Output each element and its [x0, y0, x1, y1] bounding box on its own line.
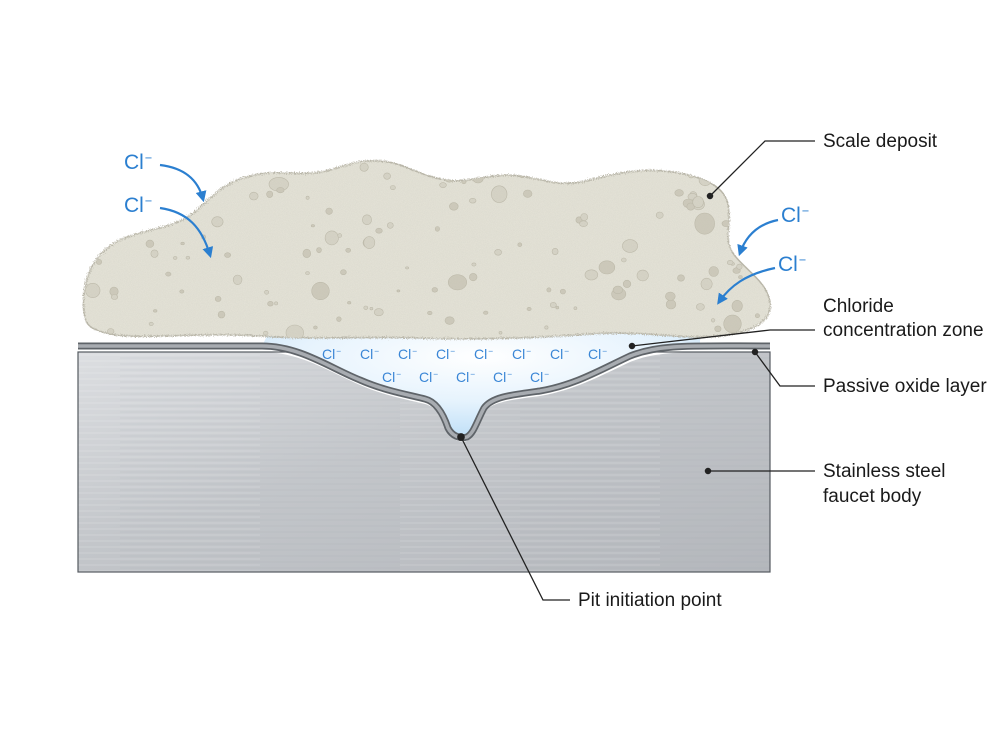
chloride-ion: Cl−	[124, 151, 153, 174]
arrow-2	[159, 206, 214, 259]
deposit-pore	[751, 223, 757, 230]
chloride-ion: Cl−	[360, 346, 380, 362]
chloride-ion: Cl−	[781, 204, 810, 227]
chloride-ion: Cl−	[588, 346, 608, 362]
label-chloride-zone-line2: concentration zone	[823, 320, 984, 341]
chloride-ion: Cl−	[398, 346, 418, 362]
label-passive-oxide: Passive oxide layer	[823, 376, 987, 397]
ion-migration-arrows	[159, 163, 779, 305]
leader-passive-oxide	[754, 351, 815, 387]
leader-scale-deposit	[709, 140, 815, 197]
chloride-ion: Cl−	[474, 346, 494, 362]
label-steel-line1: Stainless steel	[823, 461, 946, 482]
chloride-ion: Cl−	[436, 346, 456, 362]
chloride-ion: Cl−	[456, 369, 476, 385]
label-chloride-zone-line1: Chloride	[823, 296, 894, 317]
label-scale-deposit: Scale deposit	[823, 131, 938, 152]
chloride-ion: Cl−	[382, 369, 402, 385]
label-steel-line2: faucet body	[823, 486, 922, 507]
deposit-pore	[144, 185, 149, 189]
chloride-ion: Cl−	[493, 369, 513, 385]
deposit-pore	[711, 168, 718, 174]
chloride-ion: Cl−	[530, 369, 550, 385]
deposit-pore	[241, 163, 250, 170]
deposit-pore	[532, 173, 538, 178]
chloride-concentration-zone	[262, 330, 700, 438]
chloride-ion: Cl−	[419, 369, 439, 385]
deposit-pore	[89, 239, 97, 246]
deposit-pore	[93, 247, 98, 252]
leader-pit	[460, 436, 570, 601]
callout-leaders	[457, 140, 815, 601]
deposit-pore	[166, 170, 173, 177]
scale-deposit	[82, 159, 771, 340]
leader-chloride-zone	[631, 329, 815, 347]
chloride-ion: Cl−	[778, 253, 807, 276]
chloride-ion: Cl−	[512, 346, 532, 362]
chloride-ion: Cl−	[124, 194, 153, 217]
chloride-ion: Cl−	[550, 346, 570, 362]
chloride-ion: Cl−	[322, 346, 342, 362]
arrow-3	[737, 218, 779, 257]
arrow-4	[717, 266, 776, 305]
arrow-1	[159, 163, 207, 203]
label-pit-initiation: Pit initiation point	[578, 590, 722, 611]
